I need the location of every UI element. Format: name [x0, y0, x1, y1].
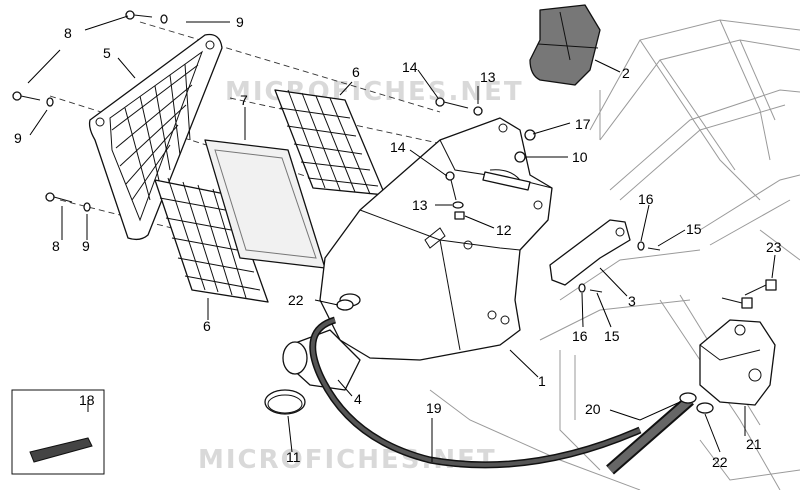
callout-19: 19	[426, 400, 442, 416]
filter-cover-part-5	[88, 33, 223, 241]
bracket-part-3	[549, 219, 631, 286]
callout-8-bottom: 8	[52, 238, 60, 254]
callout-5: 5	[103, 45, 111, 61]
screw-icon	[125, 10, 168, 24]
leader-lines	[27, 15, 776, 462]
nut-icon	[514, 129, 536, 163]
callout-2: 2	[622, 65, 630, 81]
callout-20: 20	[585, 401, 601, 417]
intake-rubber-part-2	[529, 4, 601, 86]
callout-1: 1	[538, 373, 546, 389]
callout-11: 11	[286, 449, 301, 465]
filter-grid-part-6-lower	[154, 177, 269, 303]
intake-duct-part-4	[282, 329, 361, 391]
callout-labels: 8 9 5 9 8 9 7 6 6 14 13 14 13 12 17 10 2…	[14, 14, 782, 470]
fasteners	[12, 10, 777, 311]
screw-icon	[45, 192, 91, 212]
callout-4: 4	[354, 391, 362, 407]
callout-7: 7	[240, 92, 248, 108]
airbox-housing-part-1	[319, 117, 553, 361]
callout-8-top: 8	[64, 25, 72, 41]
washer-icon	[578, 283, 603, 293]
callout-9-top: 9	[236, 14, 244, 30]
callout-14-top: 14	[402, 59, 418, 75]
callout-14-mid: 14	[390, 139, 406, 155]
callout-22-right: 22	[712, 454, 728, 470]
callout-9-left: 9	[14, 130, 22, 146]
bolt-icon	[435, 97, 483, 116]
callout-18: 18	[79, 392, 95, 408]
callout-10: 10	[572, 149, 588, 165]
callout-22-left: 22	[288, 292, 304, 308]
callout-12: 12	[496, 222, 512, 238]
breather-hose-part-20	[606, 395, 694, 475]
callout-3: 3	[628, 293, 636, 309]
callout-6-top: 6	[352, 64, 360, 80]
callout-15-top: 15	[686, 221, 702, 237]
bolt-icon	[721, 279, 777, 309]
screw-icon	[12, 91, 54, 107]
clamp-icon	[336, 299, 354, 311]
callout-13-mid: 13	[412, 197, 428, 213]
callout-23: 23	[766, 239, 782, 255]
callout-6-bottom: 6	[203, 318, 211, 334]
hose-clamp-part-11	[264, 389, 306, 415]
washer-icon	[637, 241, 661, 251]
valve-part-21	[699, 319, 776, 406]
callout-16-top: 16	[638, 191, 654, 207]
callout-15-bottom: 15	[604, 328, 620, 344]
callout-16-bottom: 16	[572, 328, 588, 344]
drain-hose-part-19	[309, 316, 642, 469]
clip-part-22-right	[679, 392, 714, 414]
kit-part-18	[11, 389, 105, 475]
callout-21: 21	[746, 436, 762, 452]
callout-13-top: 13	[480, 69, 496, 85]
callout-17: 17	[575, 116, 591, 132]
callout-9-bottom: 9	[82, 238, 90, 254]
bolt-icon	[445, 171, 465, 220]
motorcycle-frame	[429, 19, 800, 490]
